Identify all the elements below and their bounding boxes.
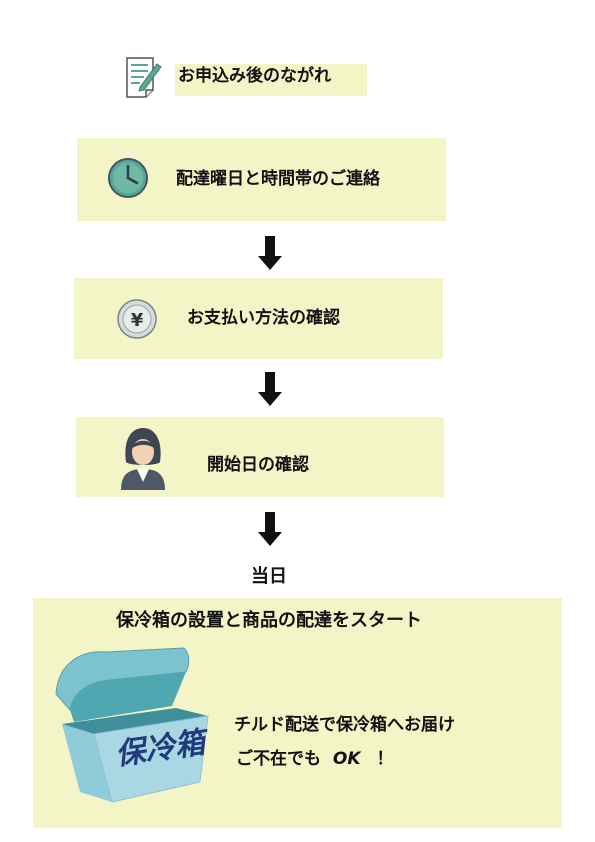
cooler-box-icon <box>50 642 220 804</box>
page-title: お申込み後のながれ <box>175 64 367 96</box>
step-label-schedule: 配達曜日と時間帯のご連絡 <box>176 169 380 189</box>
day-label: 当日 <box>251 566 287 587</box>
absence-prefix: ご不在でも <box>236 749 321 769</box>
step-label-payment: お支払い方法の確認 <box>187 308 340 328</box>
absence-suffix: ！ <box>376 749 394 769</box>
clock-icon <box>107 157 149 199</box>
final-absence-text: ご不在でも OK ！ <box>236 744 393 769</box>
yen-coin-icon: ¥ <box>117 299 157 339</box>
step-label-start-date: 開始日の確認 <box>207 455 309 475</box>
down-arrow-icon <box>258 236 282 270</box>
final-step-title: 保冷箱の設置と商品の配達をスタート <box>116 610 422 631</box>
final-delivery-text: チルド配送で保冷箱へお届け <box>234 715 455 735</box>
form-pencil-icon <box>124 56 164 100</box>
down-arrow-icon <box>258 372 282 406</box>
svg-text:¥: ¥ <box>131 310 144 331</box>
down-arrow-icon <box>258 512 282 546</box>
staff-person-icon <box>117 424 169 490</box>
ok-text: OK <box>332 749 361 769</box>
